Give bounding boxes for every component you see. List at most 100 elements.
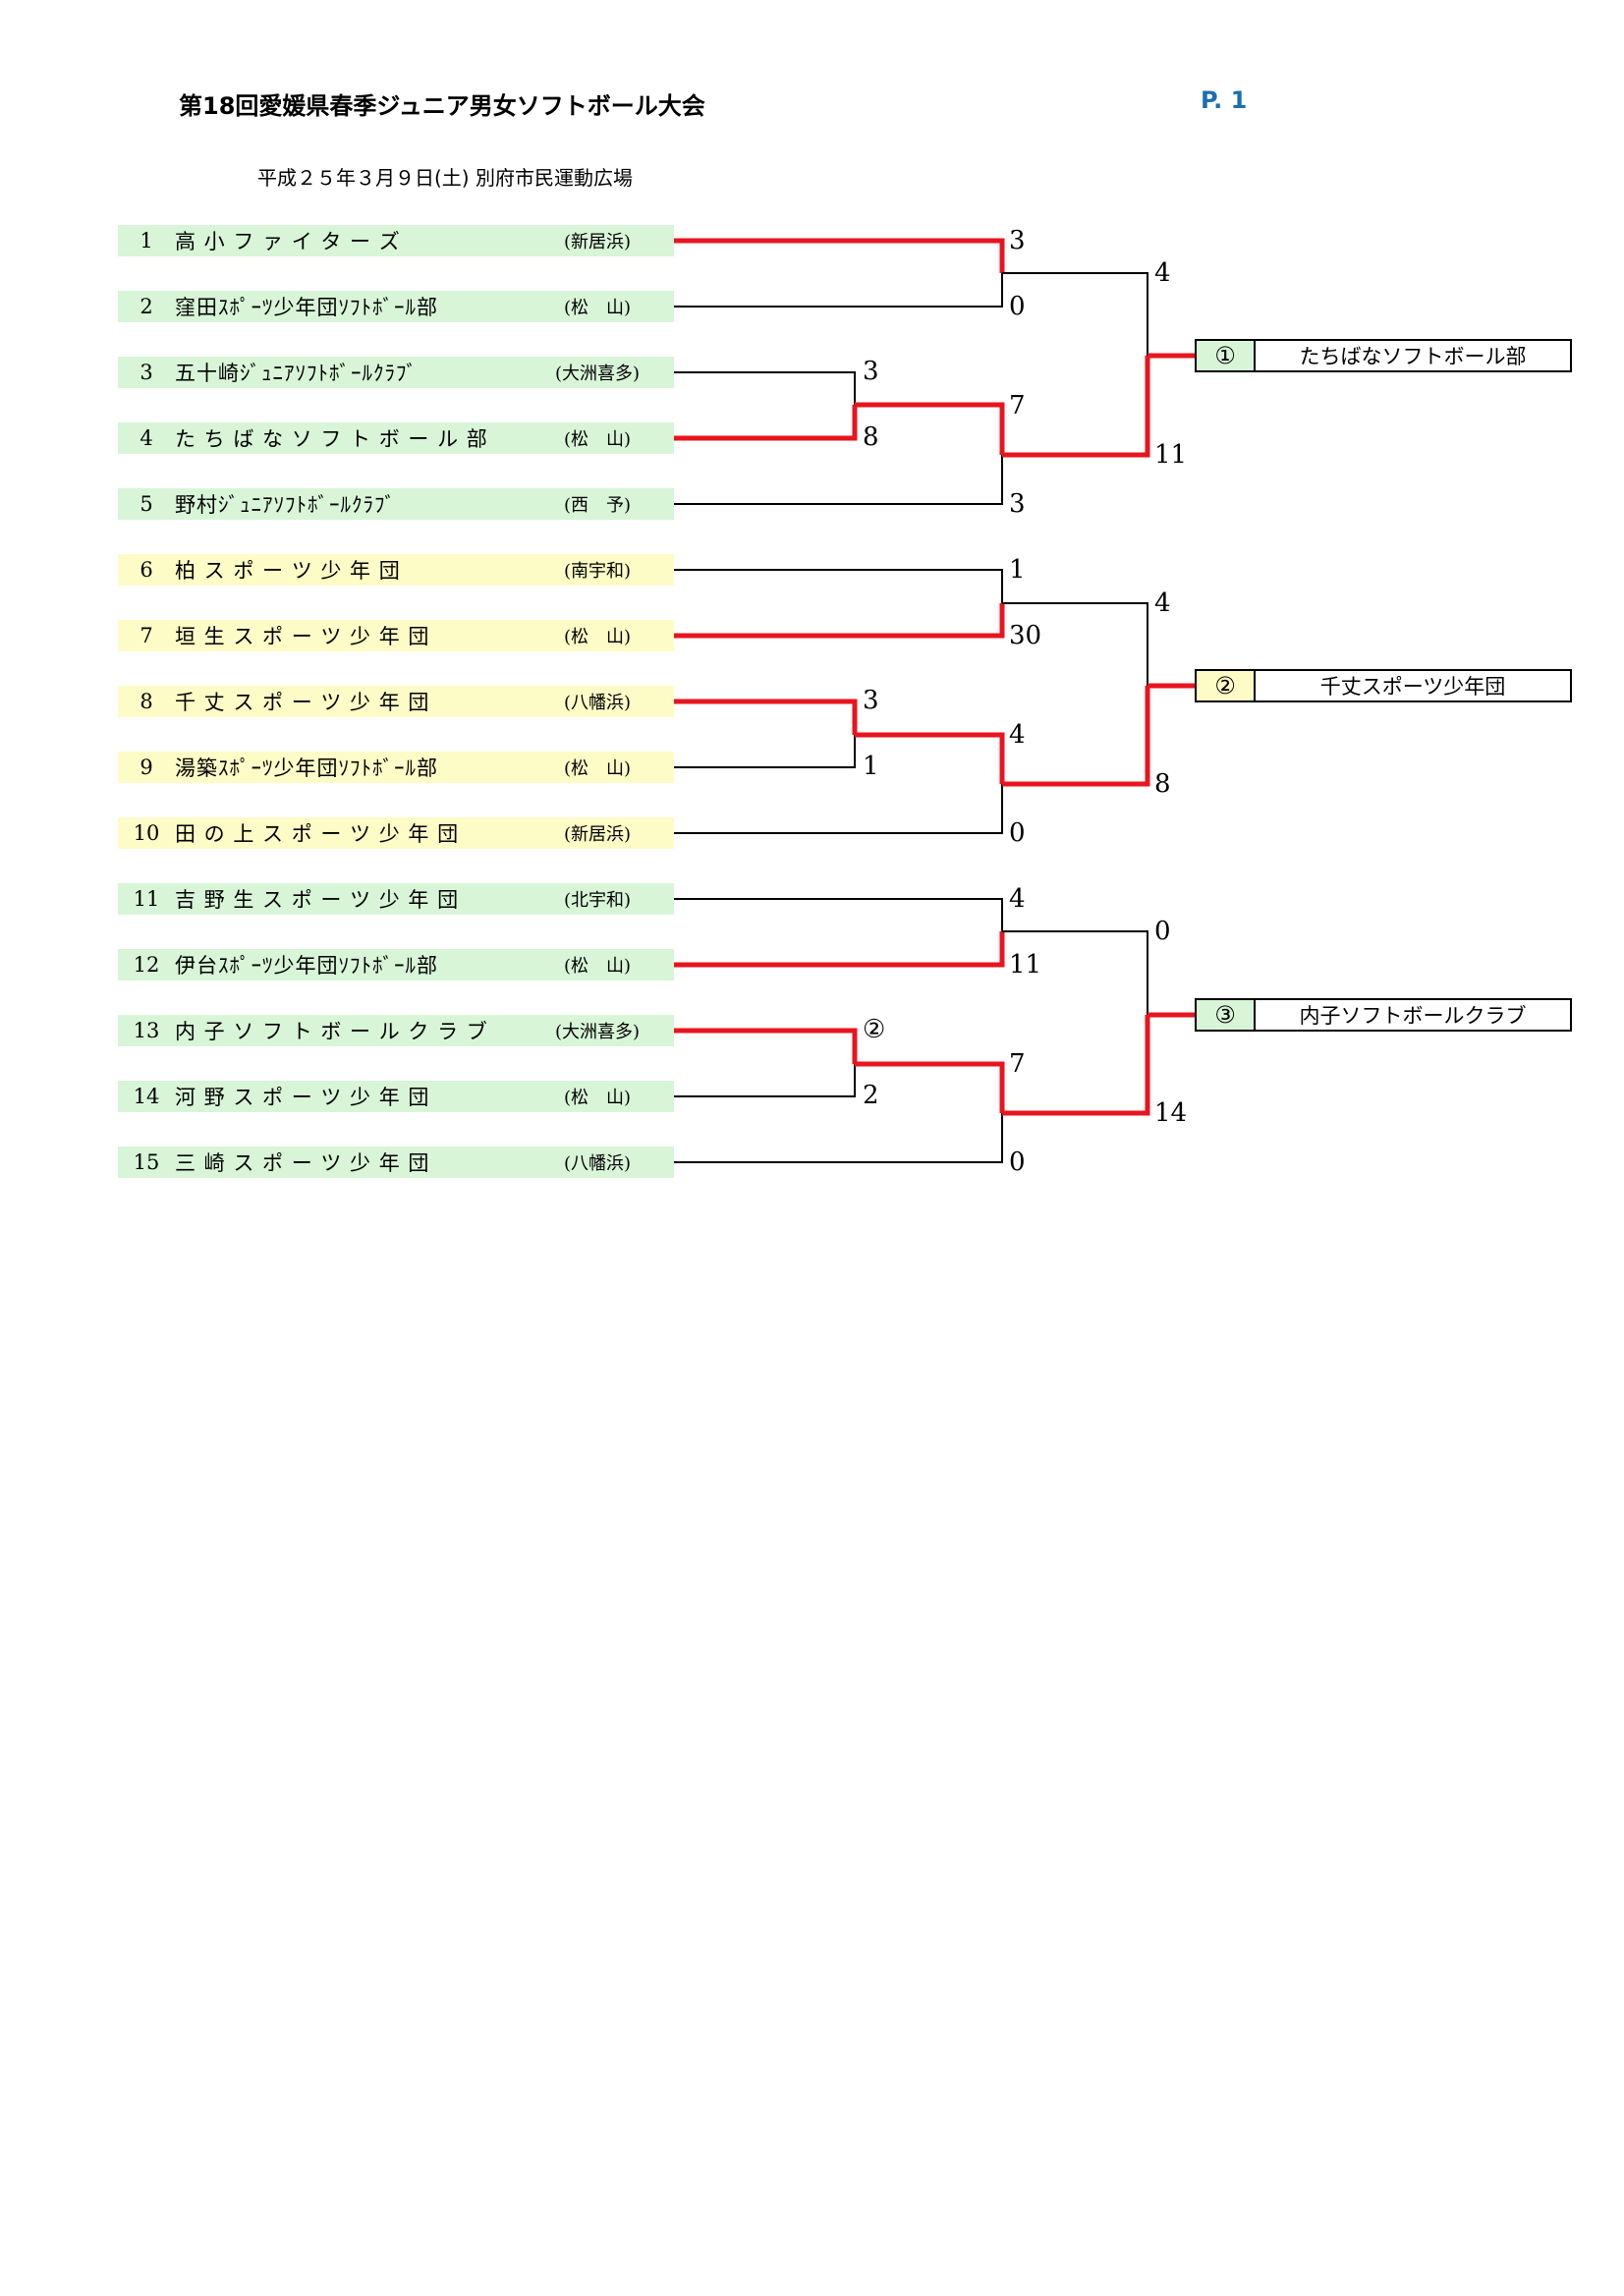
score-label: 8 — [863, 422, 879, 452]
score-label: 0 — [1009, 1148, 1026, 1177]
score-label: 3 — [863, 686, 879, 715]
bracket-line — [674, 699, 858, 735]
page-number: P. 1 — [1201, 86, 1248, 114]
score-label: 8 — [1154, 769, 1171, 799]
event-date-venue: 平成２５年３月９日(土) 別府市民運動広場 — [257, 166, 633, 190]
place-badge: ① — [1197, 341, 1256, 370]
team-number: 13 — [133, 1019, 160, 1042]
team-number: 12 — [133, 953, 160, 977]
final-result-box: ① たちばなソフトボール部 — [1195, 339, 1572, 372]
team-region: (松 山) — [563, 758, 632, 779]
place-badge: ② — [1197, 671, 1256, 700]
team-row: 15 三 崎 ス ポ ー ツ 少 年 団 (八幡浜) — [118, 1147, 674, 1178]
team-name: 伊台ｽﾎﾟｰﾂ少年団ｿﾌﾄﾎﾞｰﾙ部 — [175, 954, 438, 978]
team-row: 7 垣 生 ス ポ ー ツ 少 年 団 (松 山) — [118, 620, 674, 651]
bracket-line — [674, 931, 1005, 968]
team-region: (新居浜) — [563, 232, 632, 252]
score-label: 4 — [1154, 588, 1171, 618]
winner-team-name: たちばなソフトボール部 — [1299, 345, 1527, 368]
final-result-box: ② 千丈スポーツ少年団 — [1195, 669, 1572, 702]
bracket-line — [674, 273, 1003, 308]
bracket-line — [674, 898, 1003, 931]
bracket-line — [855, 402, 1005, 455]
score-label: 30 — [1009, 621, 1042, 650]
tournament-bracket — [674, 238, 1197, 1163]
bracket-line — [674, 1064, 856, 1097]
team-row: 9 湯築ｽﾎﾟｰﾂ少年団ｿﾌﾄﾎﾞｰﾙ部 (松 山) — [118, 752, 674, 783]
team-region: (八幡浜) — [563, 693, 632, 713]
team-number: 10 — [133, 821, 160, 845]
team-name: 五十崎ｼﾞｭﾆｱｿﾌﾄﾎﾞｰﾙｸﾗﾌﾞ — [175, 362, 418, 385]
score-label: 7 — [1009, 1049, 1026, 1079]
place-badge: ③ — [1197, 1000, 1256, 1030]
score-label: 7 — [1009, 391, 1026, 420]
bracket-line — [855, 732, 1005, 784]
bracket-line — [674, 238, 1005, 273]
team-name: 河 野 ス ポ ー ツ 少 年 団 — [175, 1086, 430, 1109]
team-row: 12 伊台ｽﾎﾟｰﾂ少年団ｿﾌﾄﾎﾞｰﾙ部 (松 山) — [118, 949, 674, 980]
score-label: 0 — [1154, 917, 1171, 946]
team-number: 3 — [140, 361, 153, 384]
score-label: 0 — [1009, 292, 1026, 321]
score-label: 4 — [1009, 720, 1026, 750]
score-label: 1 — [1009, 555, 1026, 585]
team-name: 千 丈 ス ポ ー ツ 少 年 団 — [175, 691, 430, 714]
bracket-line — [1002, 602, 1148, 686]
team-number: 4 — [140, 426, 153, 450]
team-name: 田 の 上 ス ポ ー ツ 少 年 団 — [175, 822, 460, 846]
score-label: 0 — [1009, 818, 1026, 848]
team-name: 高 小 フ ァ イ タ ー ズ — [175, 230, 401, 253]
bracket-line — [1002, 686, 1150, 787]
bracket-line — [1002, 930, 1148, 1015]
bracket-line — [674, 371, 856, 405]
bracket-line — [855, 1061, 1005, 1113]
team-name: 湯築ｽﾎﾟｰﾂ少年団ｿﾌﾄﾎﾞｰﾙ部 — [175, 756, 438, 780]
bracket-line — [674, 735, 856, 768]
team-row: 5 野村ｼﾞｭﾆｱｿﾌﾄﾎﾞｰﾙｸﾗﾌﾞ (西 予) — [118, 488, 674, 520]
team-row: 3 五十崎ｼﾞｭﾆｱｿﾌﾄﾎﾞｰﾙｸﾗﾌﾞ (大洲喜多) — [118, 357, 674, 388]
team-region: (松 山) — [563, 956, 632, 977]
team-region: (松 山) — [563, 429, 632, 450]
bracket-line — [674, 405, 858, 441]
bracket-line — [674, 455, 1003, 505]
bracket-line — [674, 603, 1005, 639]
team-row: 14 河 野 ス ポ ー ツ 少 年 団 (松 山) — [118, 1081, 674, 1112]
winner-team-name: 内子ソフトボールクラブ — [1299, 1004, 1527, 1028]
score-label: 1 — [863, 752, 879, 781]
team-number: 11 — [133, 887, 160, 911]
team-row: 6 柏 ス ポ ー ツ 少 年 団 (南宇和) — [118, 554, 674, 586]
team-row: 4 た ち ば な ソ フ ト ボ ー ル 部 (松 山) — [118, 422, 674, 454]
bracket-line — [1002, 1015, 1150, 1116]
team-region: (西 予) — [563, 495, 632, 516]
page-title: 第18回愛媛県春季ジュニア男女ソフトボール大会 — [179, 92, 705, 120]
bracket-line — [674, 569, 1003, 603]
team-name: 内 子 ソ フ ト ボ ー ル ク ラ ブ — [175, 1020, 488, 1043]
team-number: 9 — [140, 756, 153, 779]
team-region: (大洲喜多) — [554, 1022, 641, 1042]
team-region: (松 山) — [563, 1088, 632, 1108]
team-number: 7 — [140, 624, 153, 647]
bracket-line — [674, 784, 1003, 834]
bracket-line — [1002, 356, 1150, 458]
score-label: 2 — [863, 1081, 879, 1110]
team-number: 8 — [140, 690, 153, 713]
team-region: (北宇和) — [563, 890, 632, 911]
team-region: (大洲喜多) — [554, 364, 641, 384]
team-region: (新居浜) — [563, 824, 632, 845]
team-row: 10 田 の 上 ス ポ ー ツ 少 年 団 (新居浜) — [118, 817, 674, 849]
team-name: 吉 野 生 ス ポ ー ツ 少 年 団 — [175, 888, 460, 912]
team-row: 8 千 丈 ス ポ ー ツ 少 年 団 (八幡浜) — [118, 686, 674, 717]
team-name: 三 崎 ス ポ ー ツ 少 年 団 — [175, 1151, 430, 1175]
score-label: 4 — [1154, 258, 1171, 288]
team-number: 15 — [133, 1150, 160, 1174]
team-region: (南宇和) — [563, 561, 632, 582]
team-region: (松 山) — [563, 298, 632, 318]
team-number: 14 — [133, 1085, 160, 1108]
team-region: (八幡浜) — [563, 1153, 632, 1174]
bracket-line — [674, 1028, 858, 1064]
team-row: 13 内 子 ソ フ ト ボ ー ル ク ラ ブ (大洲喜多) — [118, 1015, 674, 1046]
team-name: 垣 生 ス ポ ー ツ 少 年 団 — [175, 625, 430, 648]
score-label: 11 — [1154, 440, 1188, 470]
team-name: た ち ば な ソ フ ト ボ ー ル 部 — [175, 427, 488, 451]
winner-team-name: 千丈スポーツ少年団 — [1319, 675, 1506, 699]
